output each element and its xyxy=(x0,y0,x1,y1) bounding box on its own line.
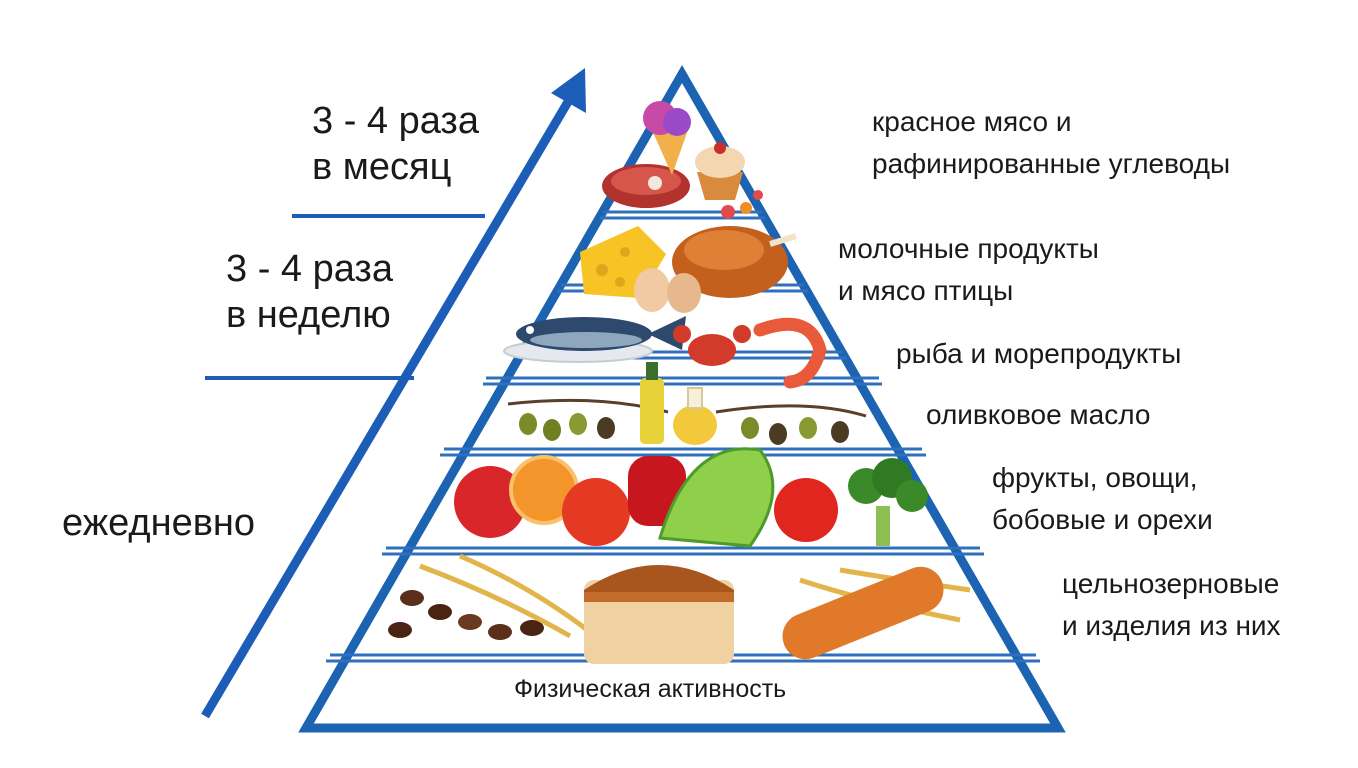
tier1-foods xyxy=(602,101,763,219)
fish-icon xyxy=(516,316,686,351)
tier2-label-line2: и мясо птицы xyxy=(838,275,1014,306)
tier5-foods xyxy=(454,447,928,548)
crab-icon xyxy=(673,325,751,366)
frequency-arrow xyxy=(201,92,576,719)
olive-oil-bottle-icon xyxy=(640,362,717,445)
apple-icon xyxy=(454,466,526,538)
steak-icon xyxy=(602,164,690,208)
lettuce-icon xyxy=(658,447,775,548)
arrow-head-icon xyxy=(551,68,586,113)
cupcake-icon xyxy=(695,142,745,200)
tier3-label-line1: рыба и морепродукты xyxy=(896,338,1182,369)
weekly-frequency-label: 3 - 4 раза в неделю xyxy=(226,246,393,339)
tier4-label-line1: оливковое масло xyxy=(926,399,1151,430)
broccoli-icon xyxy=(848,458,928,546)
tier2-foods xyxy=(580,226,797,313)
tier6-foods xyxy=(388,553,971,664)
baguette-icon xyxy=(782,566,944,660)
tomato-icon xyxy=(562,478,630,546)
tier1-label-line2: рафинированные углеводы xyxy=(872,148,1231,179)
tier5-label-line2: бобовые и орехи xyxy=(992,504,1213,535)
physical-activity-label: Физическая активность xyxy=(514,675,787,703)
candy-icon xyxy=(721,190,763,219)
tomato-icon xyxy=(774,478,838,542)
olive-branch-icon xyxy=(507,398,867,445)
shrimp-icon xyxy=(753,317,827,389)
tier6-label-line2: и изделия из них xyxy=(1062,610,1281,641)
bread-loaf-icon xyxy=(584,565,734,664)
tier2-label-line1: молочные продукты xyxy=(838,233,1099,264)
monthly-frequency-line2: в месяц xyxy=(312,146,452,189)
egg-icon xyxy=(634,268,701,313)
daily-frequency-label: ежедневно xyxy=(62,502,256,544)
ice-cream-icon xyxy=(643,101,691,175)
tier1-label-line1: красное мясо и xyxy=(872,106,1072,137)
roast-chicken-icon xyxy=(672,226,797,298)
tier6-label: цельнозерновые и изделия из них xyxy=(1062,563,1281,647)
tier1-label: красное мясо и рафинированные углеводы xyxy=(872,101,1230,185)
weekly-frequency-line2: в неделю xyxy=(226,294,391,337)
tier4-label: оливковое масло xyxy=(926,394,1150,436)
tier4-foods xyxy=(507,362,867,445)
beans-icon xyxy=(388,590,544,640)
monthly-frequency-label: 3 - 4 раза в месяц xyxy=(312,98,479,191)
tier2-label: молочные продукты и мясо птицы xyxy=(838,228,1099,312)
monthly-frequency-line1: 3 - 4 раза xyxy=(312,100,479,142)
tier5-label: фрукты, овощи, бобовые и орехи xyxy=(992,457,1213,541)
tier5-label-line1: фрукты, овощи, xyxy=(992,462,1198,493)
tier3-label: рыба и морепродукты xyxy=(896,333,1181,375)
tier3-foods xyxy=(503,316,827,389)
tier6-label-line1: цельнозерновые xyxy=(1062,568,1280,599)
pyramid-outline xyxy=(298,64,1066,733)
weekly-frequency-line1: 3 - 4 раза xyxy=(226,248,393,290)
